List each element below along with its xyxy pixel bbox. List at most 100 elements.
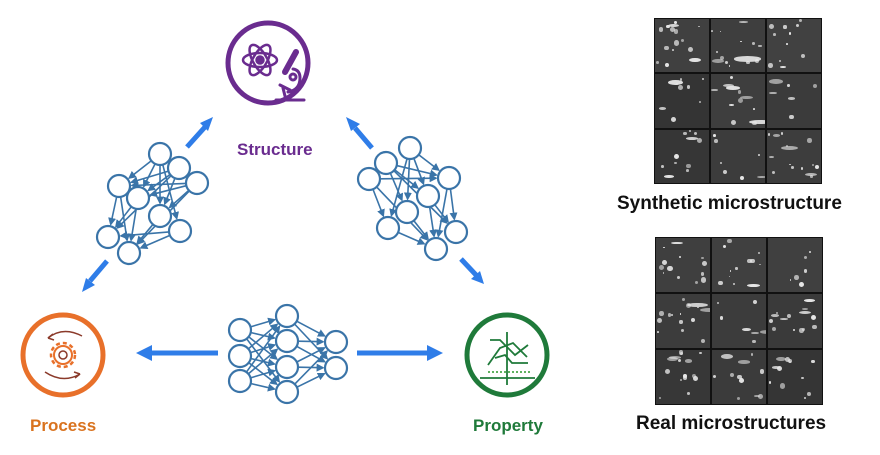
particle bbox=[747, 258, 752, 264]
particle bbox=[803, 298, 816, 302]
network-edge bbox=[397, 231, 426, 245]
microstructure-tile bbox=[767, 19, 821, 73]
particle bbox=[773, 33, 777, 36]
particle bbox=[702, 261, 708, 267]
particle bbox=[780, 145, 798, 150]
particle bbox=[698, 25, 701, 28]
particle bbox=[758, 154, 760, 156]
network-edge bbox=[247, 348, 279, 375]
particle bbox=[719, 30, 722, 33]
particle bbox=[689, 57, 701, 63]
particle bbox=[667, 312, 672, 317]
property-chart-icon bbox=[480, 332, 535, 385]
particle bbox=[722, 244, 727, 249]
particle bbox=[799, 328, 804, 333]
particle bbox=[669, 356, 682, 359]
network-edge bbox=[130, 181, 187, 190]
network-edge bbox=[372, 188, 385, 218]
particle bbox=[682, 131, 687, 136]
particle bbox=[803, 397, 806, 400]
particle bbox=[702, 78, 705, 81]
particle bbox=[769, 155, 774, 158]
network-edge bbox=[250, 368, 277, 379]
particle bbox=[700, 338, 705, 343]
network-edge bbox=[418, 154, 440, 172]
particle bbox=[810, 314, 816, 320]
network-edge bbox=[245, 325, 281, 373]
network-edge bbox=[413, 158, 425, 186]
particle bbox=[771, 327, 776, 332]
particle bbox=[786, 83, 790, 87]
particle bbox=[735, 267, 738, 270]
network-edge bbox=[434, 204, 450, 224]
network-node bbox=[274, 328, 300, 354]
particle bbox=[785, 145, 788, 148]
network-node bbox=[106, 173, 132, 199]
particle bbox=[699, 307, 710, 313]
particle bbox=[789, 32, 792, 35]
particle bbox=[739, 378, 745, 383]
particle bbox=[700, 277, 706, 283]
particle bbox=[752, 339, 756, 343]
particle bbox=[798, 310, 811, 314]
particle bbox=[729, 373, 734, 378]
particle bbox=[682, 297, 685, 301]
particle bbox=[788, 97, 796, 101]
process-label: Process bbox=[30, 416, 97, 435]
particle bbox=[801, 307, 808, 310]
property-label: Property bbox=[473, 416, 543, 435]
network-edge bbox=[163, 177, 176, 206]
property-icon bbox=[464, 312, 550, 398]
particle bbox=[685, 168, 689, 172]
microstructure-tile bbox=[656, 350, 710, 404]
particle bbox=[757, 176, 765, 179]
particle bbox=[699, 351, 703, 355]
arrow-to-structure-left bbox=[185, 117, 213, 149]
particle bbox=[666, 24, 670, 29]
particle bbox=[740, 175, 745, 180]
network-node bbox=[274, 379, 300, 405]
particle bbox=[732, 282, 735, 285]
particle bbox=[772, 134, 780, 138]
particle bbox=[801, 376, 804, 380]
particle bbox=[788, 163, 791, 166]
particle bbox=[789, 114, 794, 120]
particle bbox=[673, 20, 677, 24]
particle bbox=[811, 163, 815, 167]
particle bbox=[804, 173, 818, 177]
network-node bbox=[166, 155, 192, 181]
network-node bbox=[436, 165, 462, 191]
network-edge bbox=[297, 337, 325, 346]
network-edge bbox=[379, 174, 438, 183]
particle bbox=[729, 76, 733, 80]
particle bbox=[686, 164, 691, 169]
atom-icon bbox=[241, 43, 279, 77]
particle bbox=[746, 60, 750, 64]
arrow-right-property bbox=[357, 345, 443, 361]
particle bbox=[673, 29, 679, 34]
particle bbox=[698, 101, 701, 103]
network-edge bbox=[108, 196, 118, 226]
particle bbox=[685, 302, 692, 308]
particle bbox=[737, 360, 751, 364]
particle bbox=[753, 394, 761, 398]
particle bbox=[752, 108, 755, 110]
particle bbox=[667, 265, 673, 272]
particle bbox=[674, 162, 677, 165]
particle bbox=[738, 20, 748, 23]
particle bbox=[776, 365, 782, 371]
particle bbox=[779, 60, 782, 63]
particle bbox=[787, 359, 792, 363]
particle bbox=[695, 281, 699, 285]
network-edge bbox=[250, 382, 276, 392]
particle bbox=[791, 166, 795, 170]
particle bbox=[759, 369, 765, 375]
network-node bbox=[227, 343, 253, 369]
microstructure-tile bbox=[712, 350, 766, 404]
network-node bbox=[227, 368, 253, 394]
particle bbox=[751, 331, 759, 335]
particle bbox=[748, 119, 765, 125]
structure-icon bbox=[225, 20, 311, 106]
particle bbox=[776, 356, 787, 361]
particle bbox=[714, 139, 718, 143]
